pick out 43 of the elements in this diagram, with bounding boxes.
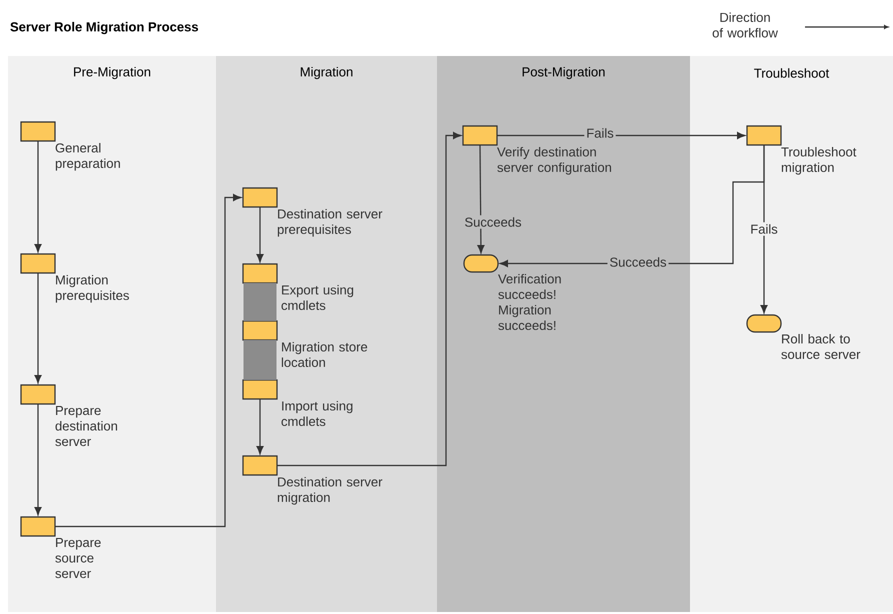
node-label: Destination server prerequisites xyxy=(278,209,382,237)
edge-label: Succeeds xyxy=(607,255,669,269)
arrow xyxy=(34,141,42,252)
process-box: Destination server migration xyxy=(242,455,382,505)
terminal-box: Verification succeeds! Migration succeeds! xyxy=(463,254,561,330)
node-label: Destination server migration xyxy=(278,477,382,505)
edge-label: Succeeds xyxy=(462,215,524,229)
arrow xyxy=(34,404,42,516)
node-label: Import using cmdlets xyxy=(282,401,352,426)
node-label: Verification succeeds! Migration succeeds! xyxy=(498,274,561,330)
process-box: Prepare source server xyxy=(20,516,101,578)
node-label: Migration store location xyxy=(282,342,368,368)
node-label: Migration prerequisites xyxy=(56,275,129,303)
process-box: Import using cmdlets xyxy=(242,379,352,426)
process-box: Migration prerequisites xyxy=(20,253,129,303)
process-box: General preparation xyxy=(20,121,120,171)
arrow xyxy=(256,207,264,262)
arrow xyxy=(497,132,746,140)
process-box: Troubleshoot migration xyxy=(746,125,856,175)
node-label: Verify destination server configuration xyxy=(497,147,612,175)
node-label: Roll back to source server xyxy=(781,334,860,360)
arrow xyxy=(760,145,768,314)
title: Server Role Migration Process xyxy=(10,22,198,34)
terminal-box: Roll back to source server xyxy=(746,314,860,360)
direction-label: Direction of workflow xyxy=(712,12,778,38)
node-label: Troubleshoot migration xyxy=(781,147,856,175)
process-box: Destination server prerequisites xyxy=(242,187,382,237)
arrow xyxy=(477,145,484,254)
connector-bar xyxy=(244,340,276,380)
arrow xyxy=(55,194,242,528)
process-box: Export using cmdlets xyxy=(242,263,354,310)
process-box: Migration store location xyxy=(242,320,368,368)
node-label: Prepare destination server xyxy=(55,406,118,446)
node-label: General preparation xyxy=(56,143,120,171)
process-box: Prepare destination server xyxy=(20,384,118,446)
node-label: Prepare source server xyxy=(55,538,101,578)
edge-label: Fails xyxy=(748,222,780,236)
edge-label: Fails xyxy=(584,126,616,140)
node-label: Export using cmdlets xyxy=(282,285,354,310)
connector-bar xyxy=(244,283,276,321)
arrow xyxy=(34,273,42,384)
arrow xyxy=(256,399,264,454)
arrow xyxy=(277,132,462,466)
